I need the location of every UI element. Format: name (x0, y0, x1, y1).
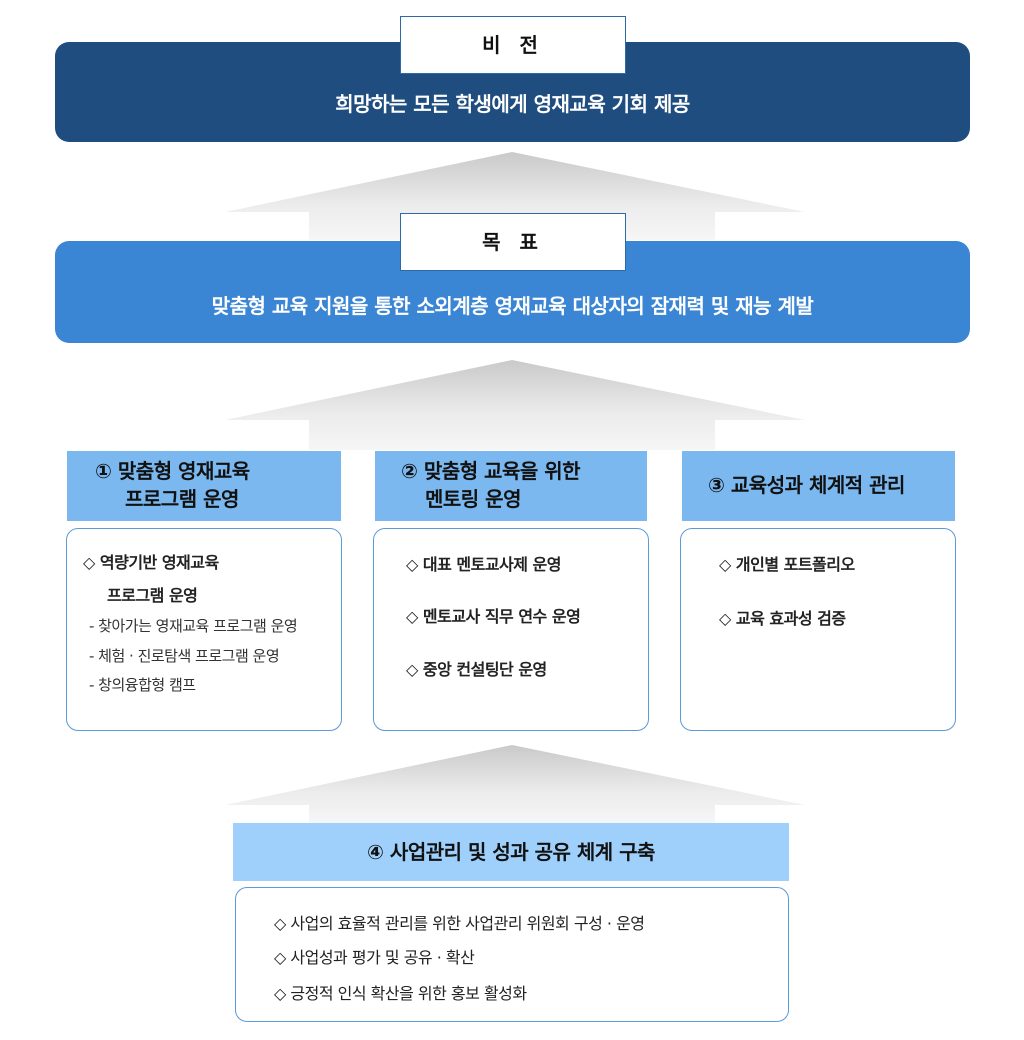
goal-label: 목 표 (400, 213, 626, 271)
strategy-2-item: ◇ 멘토교사 직무 연수 운영 (406, 607, 581, 626)
strategy-1-box: ◇ 역량기반 영재교육 프로그램 운영 - 찾아가는 영재교육 프로그램 운영 … (66, 528, 342, 731)
vision-text: 희망하는 모든 학생에게 영재교육 기회 제공 (335, 92, 690, 116)
vision-label: 비 전 (400, 16, 626, 74)
arrow-goal-to-vision (225, 152, 805, 240)
arrow-base-to-strategies (225, 745, 805, 823)
strategy-3-item: ◇ 개인별 포트폴리오 (719, 555, 855, 574)
strategy-4-item: ◇ 사업의 효율적 관리를 위한 사업관리 위원회 구성 · 운영 (274, 914, 645, 933)
strategy-1-item-line1: ◇ 역량기반 영재교육 (83, 553, 219, 572)
strategy-3-box: ◇ 개인별 포트폴리오 ◇ 교육 효과성 검증 (680, 528, 956, 731)
strategy-2-item: ◇ 중앙 컨설팅단 운영 (406, 660, 547, 679)
goal-text: 맞춤형 교육 지원을 통한 소외계층 영재교육 대상자의 잠재력 및 재능 계발 (211, 294, 814, 318)
strategy-3-header: ③ 교육성과 체계적 관리 (682, 451, 955, 521)
strategy-1-subitem: - 찾아가는 영재교육 프로그램 운영 (89, 617, 298, 635)
strategy-4-item: ◇ 사업성과 평가 및 공유 · 확산 (274, 948, 475, 967)
strategy-1-header: ① 맞춤형 영재교육 프로그램 운영 (67, 451, 341, 521)
arrow-strategies-to-goal (225, 360, 805, 450)
strategy-4-box: ◇ 사업의 효율적 관리를 위한 사업관리 위원회 구성 · 운영 ◇ 사업성과… (235, 887, 789, 1022)
strategy-1-title-line1: ① 맞춤형 영재교육 (95, 459, 250, 483)
strategy-1-subitem: - 창의융합형 캠프 (89, 676, 196, 694)
strategy-2-title-line2: 멘토링 운영 (425, 487, 521, 511)
strategy-1-title-line2: 프로그램 운영 (125, 487, 239, 511)
strategy-3-item: ◇ 교육 효과성 검증 (719, 609, 846, 628)
strategy-1-subitem: - 체험 · 진로탐색 프로그램 운영 (89, 647, 280, 665)
strategy-2-title-line1: ② 맞춤형 교육을 위한 (401, 459, 581, 483)
strategy-2-box: ◇ 대표 멘토교사제 운영 ◇ 멘토교사 직무 연수 운영 ◇ 중앙 컨설팅단 … (373, 528, 649, 731)
strategy-2-header: ② 맞춤형 교육을 위한 멘토링 운영 (375, 451, 647, 521)
strategy-4-item: ◇ 긍정적 인식 확산을 위한 홍보 활성화 (274, 984, 527, 1003)
strategy-1-item-line2: 프로그램 운영 (107, 586, 198, 605)
strategy-4-header: ④ 사업관리 및 성과 공유 체계 구축 (233, 823, 789, 881)
strategy-2-item: ◇ 대표 멘토교사제 운영 (406, 555, 562, 574)
